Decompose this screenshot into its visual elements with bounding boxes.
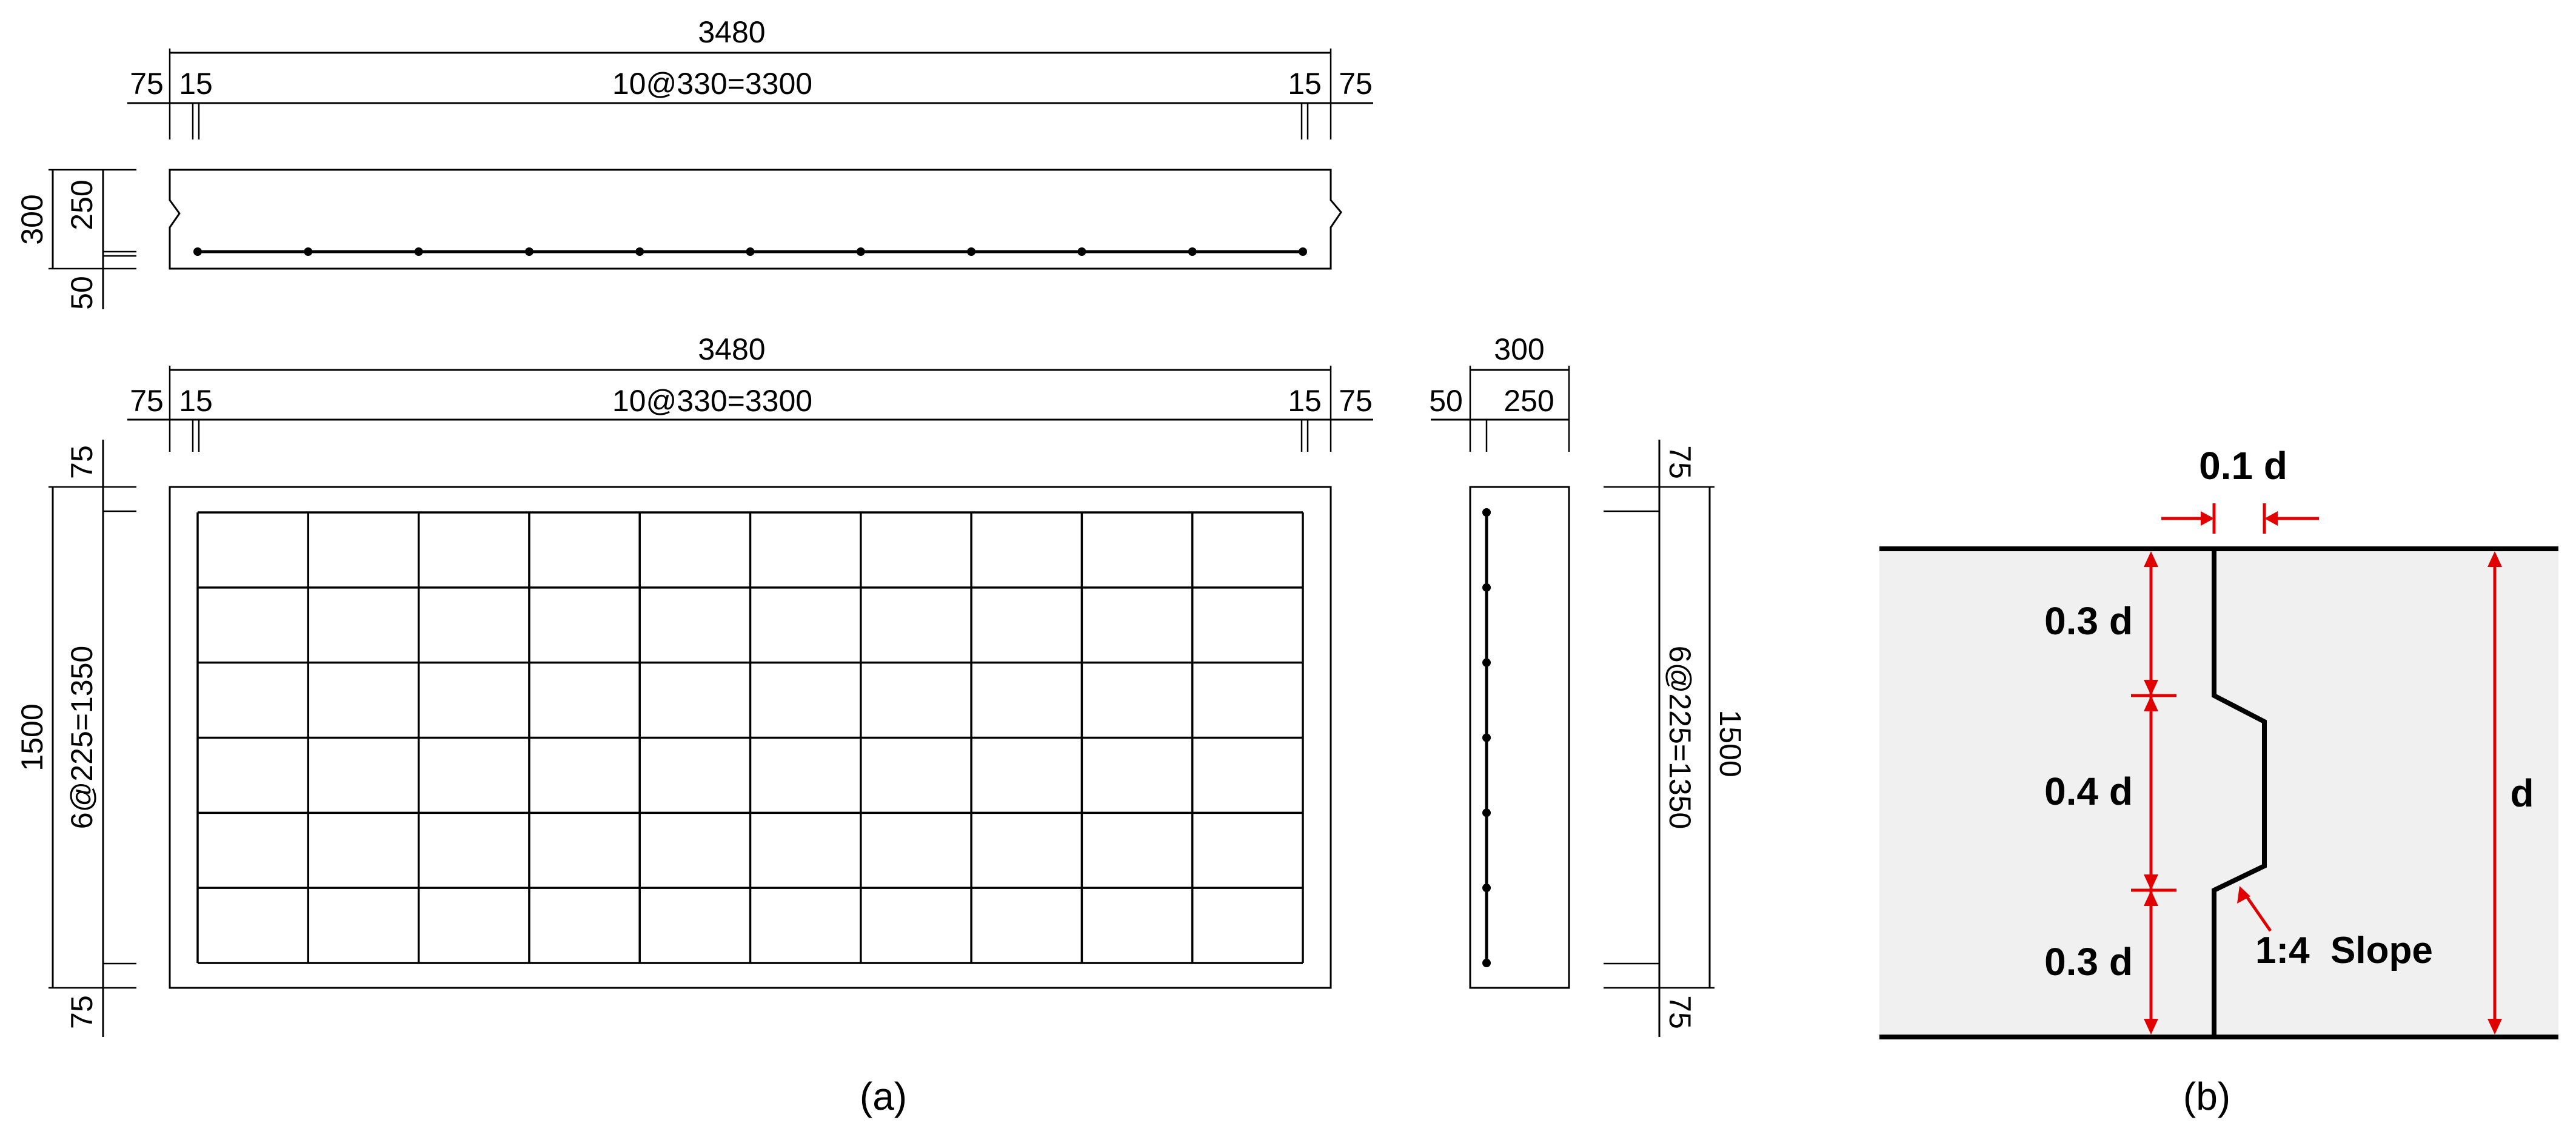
dim-overall: 3480 bbox=[698, 332, 765, 366]
rebar-dot bbox=[1299, 247, 1307, 256]
rebar-dot bbox=[746, 247, 755, 256]
rebar-dots bbox=[193, 247, 1307, 256]
rebar-dot bbox=[304, 247, 313, 256]
rebar-dot bbox=[1482, 884, 1491, 893]
dim-spacing: 10@330=3300 bbox=[612, 384, 812, 418]
dim-bottom-edge: 75 bbox=[65, 995, 99, 1029]
dim-height-total: 300 bbox=[15, 194, 49, 244]
panel-a-top-view: 3480 75 15 10@330=3300 15 75 300 250 50 bbox=[15, 15, 1373, 310]
rebar-dot bbox=[1482, 658, 1491, 667]
arrow-head bbox=[2144, 696, 2158, 711]
panel-b-background bbox=[1879, 549, 2558, 1037]
arrow-head bbox=[2144, 890, 2158, 906]
dim-width-left: 50 bbox=[1429, 384, 1463, 418]
dim-height-total: 1500 bbox=[1713, 710, 1747, 777]
arrow-head bbox=[2264, 511, 2278, 526]
dim-bottom-edge: 75 bbox=[1663, 995, 1697, 1029]
dim-height-lower: 50 bbox=[65, 276, 99, 310]
dim-vertical-spacing: 6@225=1350 bbox=[65, 646, 99, 829]
panel-b-joint-detail: 0.1 d 0.3 d 0.4 d 0.3 d d 1:4 Slope bbox=[1879, 444, 2558, 1039]
label-lower-segment: 0.3 d bbox=[2044, 940, 2133, 984]
dim-overall: 3480 bbox=[698, 15, 765, 49]
arrow-head bbox=[2144, 874, 2158, 890]
rebar-dot bbox=[967, 247, 976, 256]
rebar-dots bbox=[1482, 508, 1491, 967]
label-middle-segment: 0.4 d bbox=[2044, 770, 2133, 813]
rebar-dot bbox=[193, 247, 202, 256]
dim-vertical-spacing: 6@225=1350 bbox=[1663, 646, 1697, 829]
label-depth: d bbox=[2510, 771, 2534, 815]
panel-a-plan-view: 3480 75 15 10@330=3300 15 75 1500 75 6@2… bbox=[15, 332, 1373, 1037]
dim-right-edge: 75 bbox=[1339, 67, 1373, 101]
arrow-head bbox=[2487, 551, 2502, 567]
joint-profile bbox=[2212, 549, 2267, 1037]
rebar-dot bbox=[414, 247, 423, 256]
dim-right-cover: 15 bbox=[1288, 384, 1322, 418]
label-upper-segment: 0.3 d bbox=[2044, 599, 2133, 643]
rebar-dot bbox=[1482, 733, 1491, 742]
rebar-dot bbox=[1482, 508, 1491, 517]
dim-spacing: 10@330=3300 bbox=[612, 67, 812, 101]
rebar-dot bbox=[856, 247, 865, 256]
rebar-dot bbox=[1482, 583, 1491, 592]
label-offset: 0.1 d bbox=[2199, 444, 2287, 488]
caption-b: (b) bbox=[2183, 1075, 2230, 1118]
dim-height-total: 1500 bbox=[15, 703, 49, 771]
arrow-head bbox=[2201, 511, 2214, 526]
dim-top-edge: 75 bbox=[65, 445, 99, 479]
rebar-dot bbox=[635, 247, 644, 256]
dim-left-cover: 15 bbox=[179, 67, 213, 101]
rebar-dot bbox=[1482, 959, 1491, 967]
arrow-head bbox=[2237, 886, 2250, 904]
dim-right-edge: 75 bbox=[1339, 384, 1373, 418]
rebar-grid bbox=[196, 511, 1304, 964]
rebar-dot bbox=[1482, 808, 1491, 817]
slope-leader bbox=[2243, 892, 2272, 932]
rebar-dot bbox=[1077, 247, 1086, 256]
dim-left-edge: 75 bbox=[130, 384, 164, 418]
rebar-dot bbox=[524, 247, 534, 256]
caption-a: (a) bbox=[860, 1075, 907, 1118]
slab-plan-outline bbox=[169, 486, 1332, 989]
arrow-head bbox=[2487, 1019, 2502, 1035]
arrow-head bbox=[2144, 680, 2158, 696]
dim-top-edge: 75 bbox=[1663, 445, 1697, 479]
dim-width-total: 300 bbox=[1494, 332, 1544, 366]
dim-left-edge: 75 bbox=[130, 67, 164, 101]
dim-left-cover: 15 bbox=[179, 384, 213, 418]
rebar-dot bbox=[1188, 247, 1197, 256]
slab-side-outline bbox=[1469, 486, 1570, 989]
label-slope: 1:4 Slope bbox=[2255, 930, 2433, 971]
dim-right-cover: 15 bbox=[1288, 67, 1322, 101]
dim-width-right: 250 bbox=[1504, 384, 1554, 418]
arrow-head bbox=[2144, 1019, 2158, 1035]
arrow-head bbox=[2144, 551, 2158, 567]
dim-height-upper: 250 bbox=[65, 179, 99, 230]
panel-a-side-view: 300 50 250 75 6@225=1350 1500 75 bbox=[1429, 332, 1747, 1037]
slab-section-outline bbox=[169, 169, 1342, 270]
